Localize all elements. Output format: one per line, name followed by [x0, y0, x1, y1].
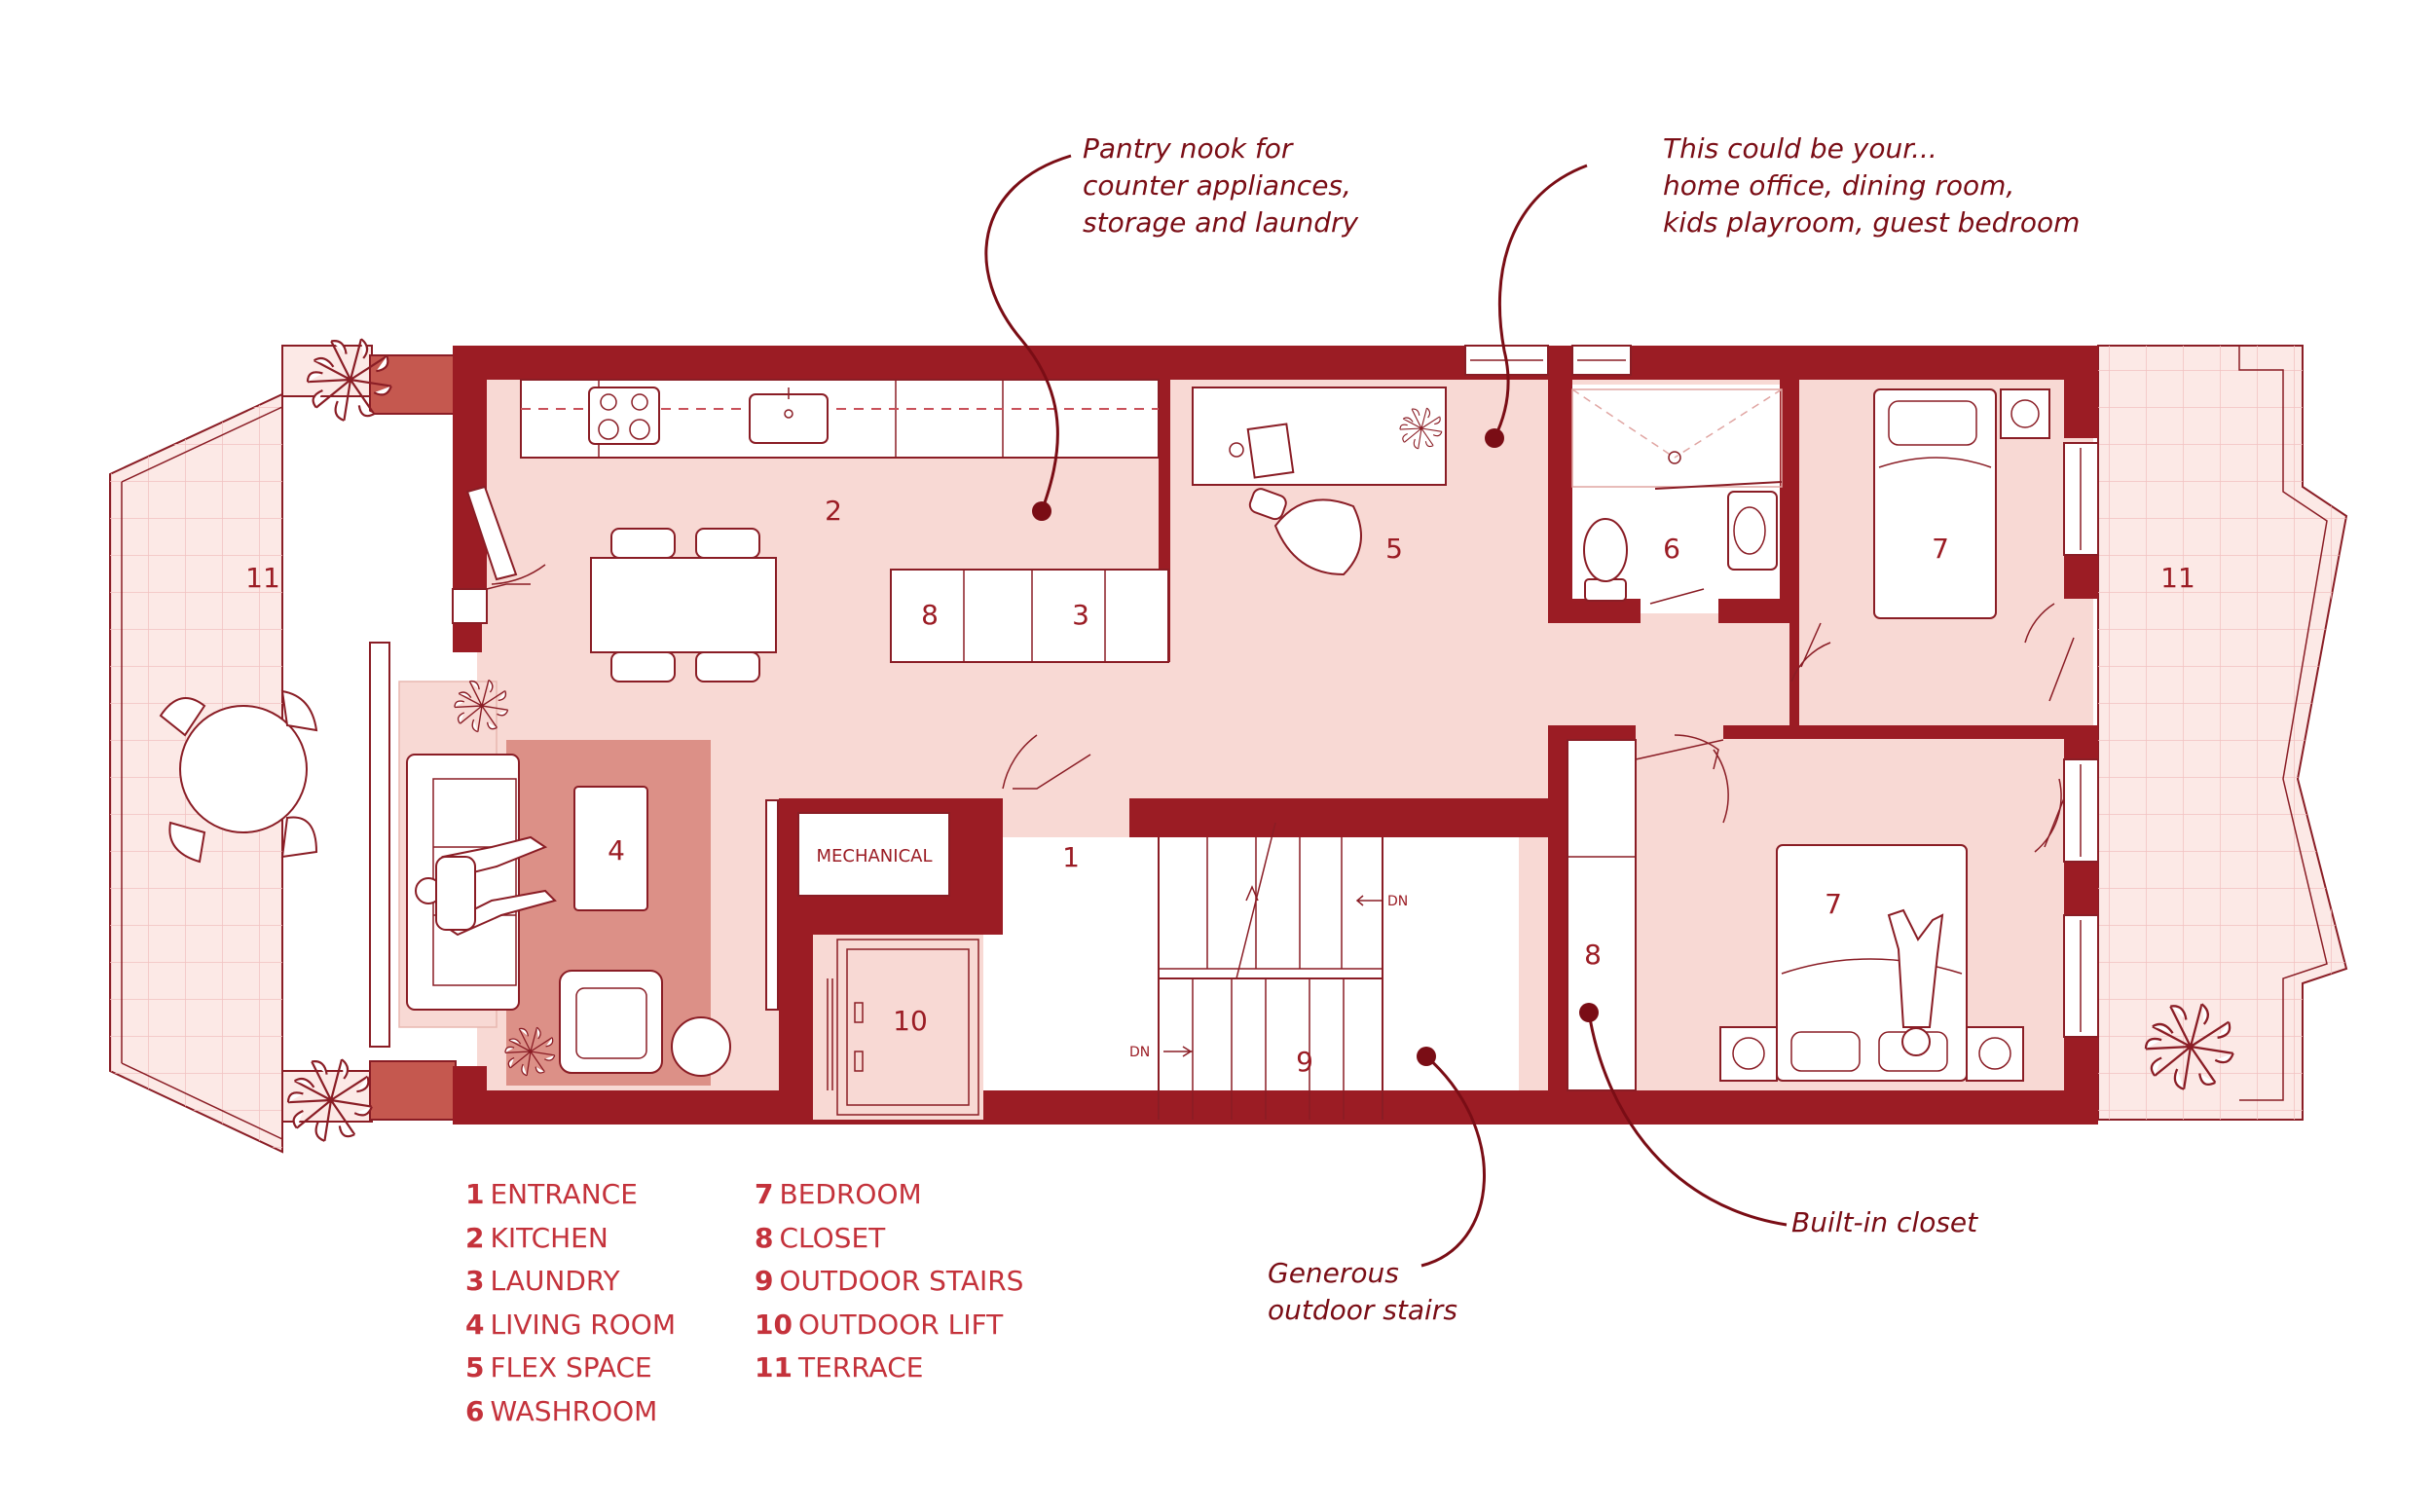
- stove-icon: [588, 387, 660, 445]
- room-8-label-pantry: 8: [921, 599, 939, 631]
- terrace-right: [2097, 345, 2348, 1121]
- dn-lower: DN: [1129, 1045, 1150, 1060]
- annotation-pantry: Pantry nook for counter appliances, stor…: [1083, 132, 1360, 239]
- room-10-label: 10: [893, 1005, 928, 1037]
- bed-icon: [1873, 388, 1997, 619]
- coffee-table: [573, 786, 648, 911]
- annotation-leaders: [984, 154, 1788, 1268]
- person-icon: [1887, 908, 1944, 1056]
- outdoor-stairs: [1158, 822, 1383, 1120]
- room-2-label: 2: [825, 495, 842, 527]
- room-8-label-closet: 8: [1584, 939, 1602, 971]
- doors: [465, 485, 2075, 853]
- toilet-icon: [1583, 518, 1628, 602]
- dining-table: [590, 528, 777, 682]
- room-11-label-right: 11: [2160, 562, 2195, 594]
- sink-icon: [1727, 491, 1778, 571]
- outdoor-lift: [813, 935, 983, 1120]
- desk: [1192, 387, 1447, 486]
- dn-upper: DN: [1387, 894, 1408, 909]
- side-table: [671, 1016, 731, 1077]
- mechanical-label: MECHANICAL: [816, 846, 932, 867]
- person-icon: [415, 835, 557, 937]
- room-11-label-left: 11: [245, 562, 280, 594]
- annotation-flex: This could be your... home office, dinin…: [1663, 132, 2080, 239]
- console: [765, 799, 779, 1011]
- dining-table-icon: [159, 689, 318, 864]
- annotation-stairs: Generous outdoor stairs: [1268, 1257, 1457, 1326]
- room-4-label: 4: [608, 834, 625, 867]
- annotation-dots: [1032, 428, 1599, 1066]
- sink-icon: [749, 387, 829, 444]
- stair-area: [983, 837, 1519, 1115]
- bed-icon: [1776, 844, 1968, 1082]
- armchair-icon: [559, 970, 663, 1074]
- lamp-icon: [2000, 388, 2050, 439]
- closet: [1567, 739, 1637, 1091]
- room-6-label: 6: [1663, 533, 1680, 565]
- room-3-label: 3: [1072, 599, 1089, 631]
- room-5-label: 5: [1385, 533, 1403, 565]
- lamp-icon: [1719, 1026, 2024, 1082]
- mechanical-room: [797, 812, 950, 897]
- room-7-label-bottom: 7: [1825, 888, 1842, 920]
- room-9-label: 9: [1296, 1046, 1313, 1078]
- pantry-cabinets: [890, 569, 1169, 663]
- annotation-closet: Built-in closet: [1791, 1206, 1978, 1238]
- room-7-label-top: 7: [1932, 533, 1949, 565]
- shower: [1571, 388, 1783, 490]
- chair-icon: [1248, 488, 1362, 576]
- lift-frame: [827, 939, 979, 1116]
- room-1-label: 1: [1062, 841, 1080, 873]
